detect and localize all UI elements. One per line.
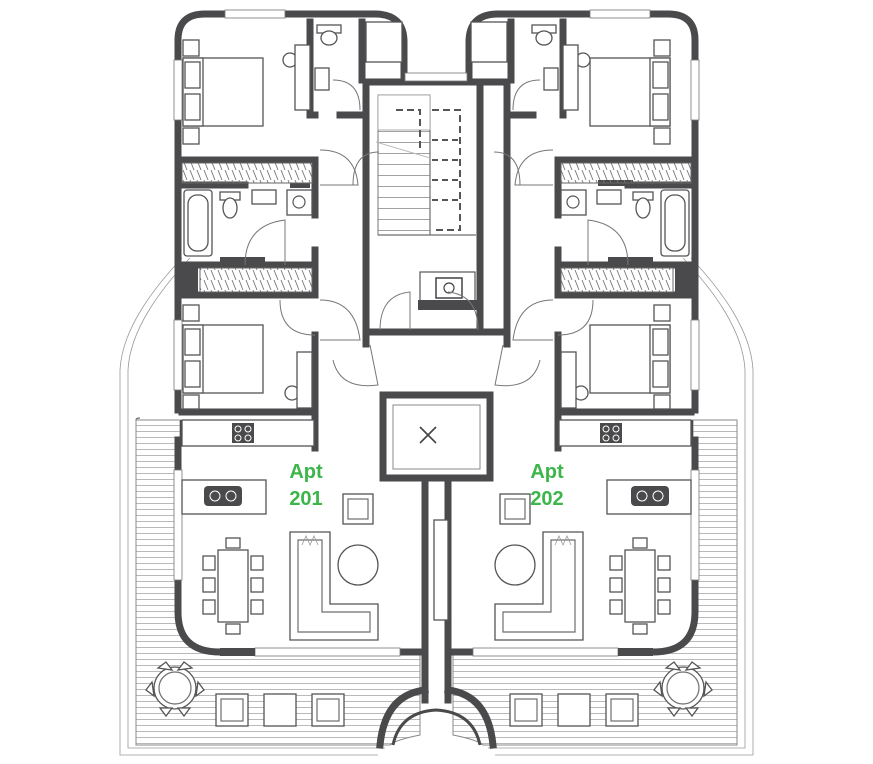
staircase: [375, 94, 476, 236]
toilet-icon: [219, 24, 654, 219]
round-table-icon: [145, 661, 713, 718]
apt-201-name: Apt: [289, 461, 323, 483]
windows: [173, 9, 700, 657]
lift-cross-icon: [392, 404, 481, 470]
round-fixtures: [282, 44, 591, 409]
kitchen-sink-icon: [204, 486, 669, 506]
terrace-seats: [215, 693, 639, 727]
apt-202-number: 202: [530, 488, 563, 510]
kitchen-counters: [181, 419, 692, 515]
stair-lift-icon: [418, 271, 480, 310]
bed-icon: [182, 39, 671, 410]
apt-201-number: 201: [289, 488, 322, 510]
apt-202-name: Apt: [530, 461, 564, 483]
bath-icon: [183, 189, 690, 257]
dining-table-icon: [202, 537, 671, 635]
doors: [244, 79, 629, 387]
coffee-table-icon: [337, 493, 536, 621]
hob-icon: [232, 423, 622, 443]
wardrobes: [181, 162, 692, 293]
sofa-icon: [289, 531, 584, 641]
sink-icon: [251, 21, 622, 216]
